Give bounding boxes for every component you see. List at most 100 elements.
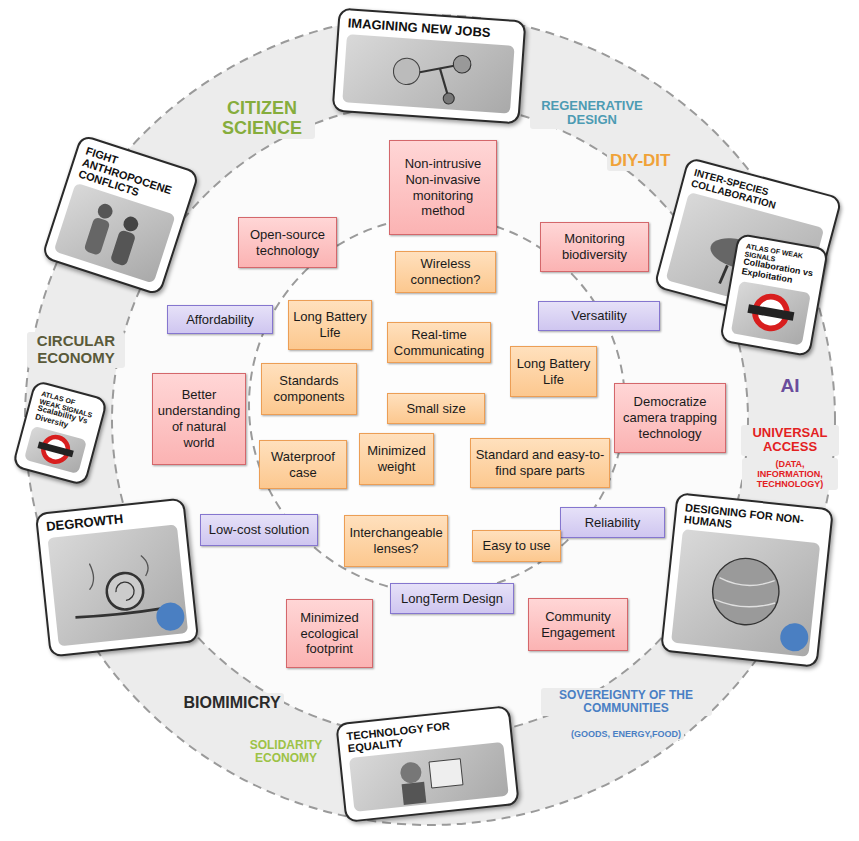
drawing-stroke: [115, 581, 135, 601]
box-text-group: Versatility: [543, 308, 655, 324]
requirement-box: Minimized ecological footprint: [286, 599, 373, 668]
theme-label: SOVEREIGNTY OF THE COMMUNITIES: [541, 688, 712, 717]
drawing-stroke: [37, 441, 73, 457]
drawing-stroke: [429, 759, 463, 788]
box-text-group: Easy to use: [477, 538, 556, 554]
drawing-stroke: [393, 57, 421, 85]
card-illustration: [731, 281, 811, 346]
requirement-box: Minimized weight: [359, 433, 434, 485]
card-drawing: [24, 426, 87, 474]
box-text-group: Wireless connection?: [400, 256, 491, 288]
requirement-box: Interchangeable lenses?: [344, 515, 448, 567]
card-drawing: [349, 742, 509, 812]
requirement-text: Better understanding of natural world: [157, 387, 241, 450]
box-text-group: Better understanding of natural world: [157, 387, 241, 450]
concept-card: ATLAS OF WEAK SIGNALSCollaboration vs Ex…: [719, 233, 829, 357]
requirement-text: Long Battery Life: [515, 356, 592, 388]
theme-label: (DATA, INFORMATION, TECHNOLOGY): [742, 458, 838, 490]
box-text-group: Low-cost solution: [205, 522, 313, 538]
requirement-box: Standards components: [261, 363, 357, 415]
requirement-text: Democratize camera trapping technology: [619, 394, 721, 442]
requirement-box: Low-cost solution: [200, 514, 318, 546]
requirement-box: Waterproof case: [259, 440, 347, 489]
theme-label: UNIVERSAL ACCESS: [741, 425, 839, 456]
card-illustration: [349, 742, 509, 812]
requirement-box: Non-intrusive Non-invasive monitoring me…: [389, 140, 497, 235]
requirement-text: Reliability: [565, 515, 660, 531]
requirement-text: Waterproof case: [264, 449, 342, 481]
drawing-stroke: [453, 55, 472, 74]
box-text-group: Standard and easy-to-find spare parts: [475, 447, 605, 479]
requirement-text: Community Engagement: [533, 609, 623, 641]
requirement-box: Democratize camera trapping technology: [614, 383, 726, 453]
card-drawing: [342, 34, 514, 114]
concept-card: IMAGINING NEW JOBS: [332, 8, 527, 125]
box-text-group: Waterproof case: [264, 449, 342, 481]
requirement-text: Versatility: [543, 308, 655, 324]
box-text-group: Monitoring biodiversity: [545, 231, 644, 263]
drawing-stroke: [747, 304, 794, 321]
theme-label: DIY-DIT: [607, 150, 673, 171]
drawing-stroke: [720, 265, 728, 285]
requirement-box: Reliability: [560, 507, 665, 538]
theme-label: REGENERATIVE DESIGN: [530, 98, 654, 129]
box-text-group: Open-source technology: [243, 227, 332, 259]
theme-label: (GOODS, ENERGY,FOOD): [568, 728, 684, 740]
requirement-box: Long Battery Life: [510, 346, 597, 397]
box-text-group: Long Battery Life: [293, 309, 367, 341]
requirement-box: Versatility: [538, 301, 660, 331]
box-text-group: Democratize camera trapping technology: [619, 394, 721, 442]
requirement-text: Minimized weight: [364, 443, 429, 475]
box-text-group: Interchangeable lenses?: [349, 525, 443, 557]
drawing-stroke: [402, 782, 427, 805]
requirement-box: Community Engagement: [528, 598, 628, 651]
requirement-text: Small size: [392, 401, 480, 417]
card-illustration: [24, 426, 87, 474]
requirement-box: Easy to use: [472, 530, 561, 562]
requirement-text: Monitoring biodiversity: [545, 231, 644, 263]
drawing-stroke: [87, 563, 95, 589]
drawing-stroke: [399, 761, 422, 784]
theme-label: AI: [778, 374, 803, 397]
requirement-box: Real-time Communicating: [387, 322, 491, 364]
middle-ring: [112, 102, 748, 738]
requirement-text: Open-source technology: [243, 227, 332, 259]
requirement-text: Non-intrusive Non-invasive monitoring me…: [394, 156, 492, 219]
requirement-text: Long Battery Life: [293, 309, 367, 341]
requirement-box: LongTerm Design: [390, 583, 514, 614]
box-text-group: Affordability: [172, 312, 268, 328]
requirement-text: Low-cost solution: [205, 522, 313, 538]
concept-card: TECHNOLOGY FOR EQUALITY: [335, 705, 519, 823]
requirement-box: Wireless connection?: [395, 251, 496, 293]
theme-label: CITIZEN SCIENCE: [209, 97, 315, 139]
requirement-text: Minimized ecological footprint: [291, 610, 368, 658]
box-text-group: Minimized weight: [364, 443, 429, 475]
requirement-text: Wireless connection?: [400, 256, 491, 288]
requirement-box: Open-source technology: [238, 217, 337, 268]
requirement-text: Interchangeable lenses?: [349, 525, 443, 557]
theme-label: CIRCULAR ECONOMY: [27, 332, 125, 368]
outer-ring: [25, 15, 835, 825]
card-illustration: [342, 34, 514, 114]
box-text-group: Minimized ecological footprint: [291, 610, 368, 658]
requirement-text: LongTerm Design: [395, 591, 509, 607]
drawing-stroke: [443, 93, 455, 105]
box-text-group: Standards components: [266, 373, 352, 405]
drawing-stroke: [141, 555, 149, 576]
drawing-stroke: [122, 215, 141, 234]
requirement-box: Better understanding of natural world: [152, 373, 246, 465]
drawing-stroke: [714, 575, 777, 610]
drawing-stroke: [110, 229, 136, 266]
requirement-text: Affordability: [172, 312, 268, 328]
box-text-group: Non-intrusive Non-invasive monitoring me…: [394, 156, 492, 219]
box-text-group: LongTerm Design: [395, 591, 509, 607]
box-text-group: Long Battery Life: [515, 356, 592, 388]
concept-card: DEGROWTH: [35, 498, 199, 658]
concept-card: DESIGNING FOR NON-HUMANS: [660, 492, 834, 668]
requirement-text: Standards components: [266, 373, 352, 405]
requirement-box: Monitoring biodiversity: [540, 222, 649, 272]
card-drawing: [731, 281, 811, 346]
drawing-stroke: [709, 555, 782, 628]
theme-label: BIOMIMICRY: [181, 693, 284, 713]
